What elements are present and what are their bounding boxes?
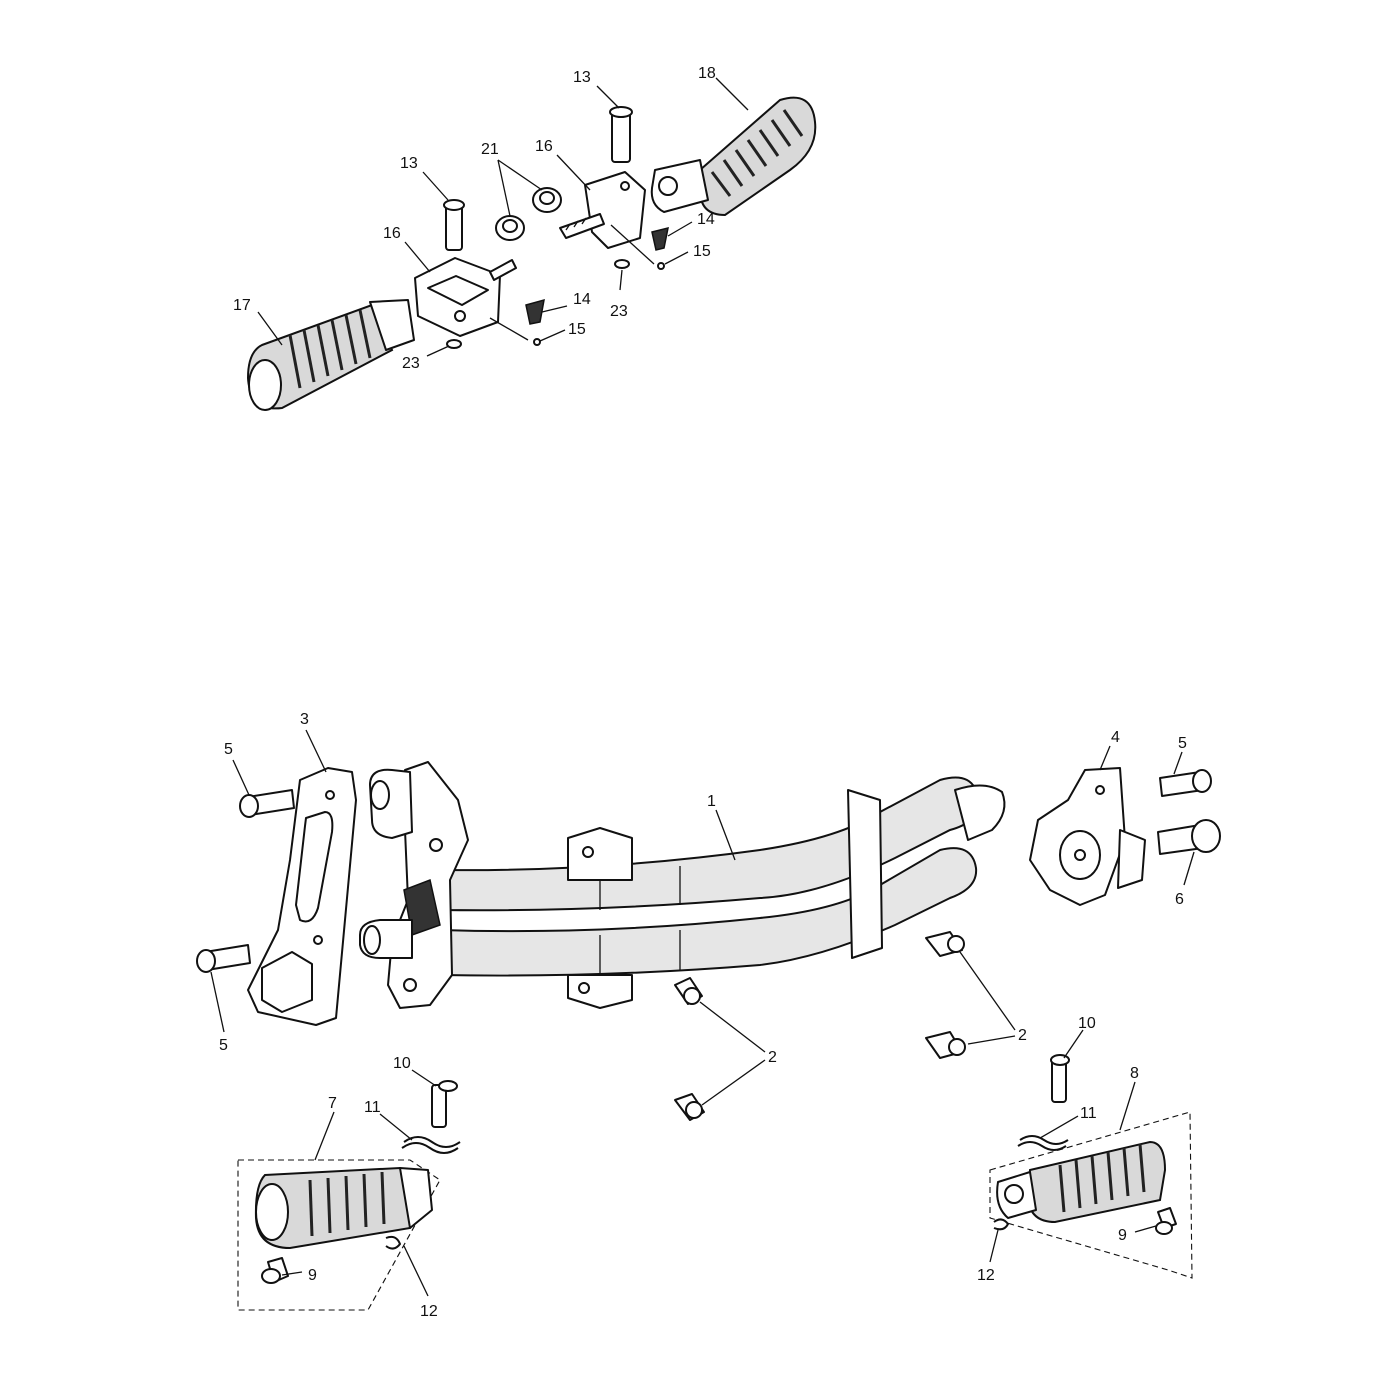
callout-13-upper: 13 [573,69,591,86]
clip-23-left [446,339,462,349]
footpeg-grip-18 [650,96,817,217]
plate-3 [247,767,357,1026]
pin-13-upper [609,106,633,163]
callout-5-right: 5 [1178,735,1187,752]
callout-17: 17 [233,297,251,314]
callout-21: 21 [481,141,499,158]
callout-15-left: 15 [568,321,586,338]
callout-14-left: 14 [573,291,591,308]
leader-lines-upper [257,77,749,357]
bolt-2-d [925,1031,966,1059]
callout-15-right: 15 [693,243,711,260]
pin-13-left [443,199,465,251]
callout-9-right: 9 [1118,1227,1127,1244]
callout-14-right: 14 [697,211,715,228]
spring-14-right [651,226,669,251]
callout-16-left: 16 [383,225,401,242]
ball-15-left [533,338,541,346]
callout-11-right: 11 [1080,1105,1097,1122]
bracket-16-left [414,257,517,337]
leader-lines-lower [210,729,1195,1297]
footpeg-assembly-7 [237,1080,461,1311]
callout-13-left: 13 [400,155,418,172]
plate-4 [1029,767,1146,906]
callout-11-left: 11 [364,1099,381,1116]
bracket-16-right [559,171,646,249]
callout-9-left: 9 [308,1267,317,1284]
callout-3: 3 [300,711,309,728]
callout-23-right: 23 [610,303,628,320]
bolt-2-a [674,977,703,1005]
nut-21 [495,187,562,241]
bolt-6 [1157,819,1221,855]
bolt-2-b [674,1093,705,1121]
callout-4: 4 [1111,729,1120,746]
frame-assembly-1 [359,761,1006,1009]
bolt-5-lower-left [196,944,251,973]
ball-15-right [657,262,665,270]
bolt-5-upper-left [239,789,295,818]
callout-8: 8 [1130,1065,1139,1082]
callout-10-right: 10 [1078,1015,1096,1032]
callout-2-center: 2 [768,1049,777,1066]
bolt-5-right [1159,769,1212,797]
callout-10-left: 10 [393,1055,411,1072]
callout-1: 1 [707,793,716,810]
callout-7: 7 [328,1095,337,1112]
callout-5-upper-left: 5 [224,741,233,758]
clip-23-right [614,259,630,269]
callout-12-left: 12 [420,1303,438,1320]
callout-18: 18 [698,65,716,82]
callout-12-right: 12 [977,1267,995,1284]
footpeg-grip-17 [246,299,415,411]
callout-16-right: 16 [535,138,553,155]
callout-6: 6 [1175,891,1184,908]
bolt-2-c [925,931,965,957]
callout-2-right: 2 [1018,1027,1027,1044]
callout-23-left: 23 [402,355,420,372]
footpeg-assembly-8 [989,1054,1193,1279]
spring-14-left [525,298,545,325]
callout-5-lower-left: 5 [219,1037,228,1054]
